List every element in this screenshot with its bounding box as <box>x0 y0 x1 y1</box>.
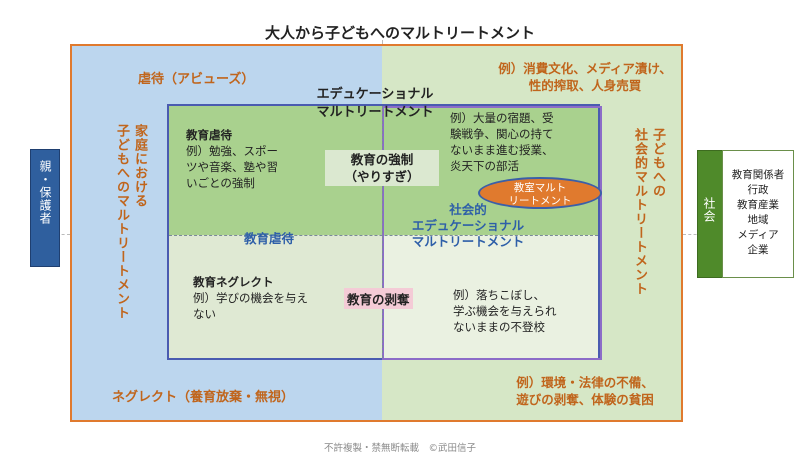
classroom-line2: リートメント <box>508 195 572 207</box>
compulsion-line1: 教育の強制 <box>350 152 414 167</box>
social-edu-line1: 社会的 <box>449 202 487 217</box>
deprivation-example-line1: 例）落ちこぼし、 <box>453 288 545 302</box>
society-box-label: 社会 <box>702 197 716 223</box>
school-example: 例）大量の宿題、受 験戦争、関心の持て ないまま進む授業、 炎天下の部活 <box>450 110 554 174</box>
social-top-example-line1: 例）消費文化、メディア漬け、 <box>498 61 672 76</box>
educational-maltreatment-title: エデュケーショナル マルトリートメント <box>300 86 450 122</box>
edu-abuse-example-line2: ツや音楽、塾や習 <box>186 160 278 174</box>
social-educational-frame <box>382 106 602 360</box>
school-example-line3: ないまま進む授業、 <box>450 143 554 157</box>
social-edu-line2: エデュケーショナル <box>411 218 525 233</box>
social-bottom-example: 例）環境・法律の不備、 遊びの剥奪、体験の貧困 <box>490 374 680 408</box>
edu-deprivation-region <box>382 235 598 358</box>
deprivation-example-line3: ないままの不登校 <box>453 320 545 334</box>
social-bottom-example-line2: 遊びの剥奪、体験の貧困 <box>516 392 654 407</box>
family-maltreatment-line2: 子どもへのマルトリートメント <box>114 124 129 320</box>
school-example-line2: 験戦争、関心の持て <box>450 127 554 141</box>
social-maltreatment-line1: 子どもへの <box>650 128 665 198</box>
school-example-line4: 炎天下の部活 <box>450 159 519 173</box>
vertical-divider <box>382 106 383 358</box>
horizontal-divider <box>169 235 598 236</box>
family-maltreatment-line1: 家庭における <box>132 124 147 208</box>
axis-line-top <box>382 40 383 44</box>
edu-neglect-example: 例）学びの機会を与え ない <box>193 290 308 322</box>
school-example-line1: 例）大量の宿題、受 <box>450 111 554 125</box>
edu-neglect-example-line2: ない <box>193 307 216 321</box>
social-bottom-example-line1: 例）環境・法律の不備、 <box>516 375 654 390</box>
society-member-2: 行政 <box>747 184 769 196</box>
abuse-label: 虐待（アビューズ） <box>138 72 255 87</box>
deprivation-example: 例）落ちこぼし、 学ぶ機会を与えられ ないままの不登校 <box>453 287 557 335</box>
family-maltreatment-label: 家庭における 子どもへのマルトリートメント <box>112 124 148 354</box>
edu-abuse-heading: 教育虐待 <box>186 128 232 142</box>
edu-title-line2: マルトリートメント <box>316 105 434 120</box>
society-members-box: 教育関係者 行政 教育産業 地域 メディア 企業 <box>722 150 794 278</box>
parent-box: 親・保護者 <box>30 149 60 267</box>
classroom-maltreatment-ellipse: 教室マルト リートメント <box>478 177 602 209</box>
society-member-6: 企業 <box>747 244 769 256</box>
diagram-title: 大人から子どもへのマルトリートメント <box>264 24 535 42</box>
edu-title-line1: エデュケーショナル <box>316 87 434 102</box>
parent-box-label: 親・保護者 <box>38 160 52 225</box>
maltreatment-frame <box>70 44 683 422</box>
neglect-label: ネグレクト（養育放棄・無視） <box>112 390 295 405</box>
social-maltreatment-label: 子どもへの 社会的マルトリートメント <box>630 128 666 358</box>
education-deprivation-label: 教育の剥奪 <box>344 288 413 309</box>
education-compulsion-label: 教育の強制 （やりすぎ） <box>325 150 439 186</box>
society-member-1: 教育関係者 <box>731 169 785 181</box>
classroom-line1: 教室マルト <box>513 182 567 194</box>
social-educational-label: 社会的 エデュケーショナル マルトリートメント <box>388 202 548 250</box>
edu-neglect-heading: 教育ネグレクト <box>193 275 274 289</box>
edu-abuse-example-line1: 例）勉強、スポー <box>186 144 278 158</box>
society-member-3: 教育産業 <box>737 199 779 211</box>
society-box: 社会 <box>697 150 723 278</box>
copyright-notice: 不許複製・禁無断転載 ©武田信子 <box>323 443 476 454</box>
edu-abuse-example: 例）勉強、スポー ツや音楽、塾や習 いごとの強制 <box>186 143 278 191</box>
society-member-5: メディア <box>737 229 779 241</box>
edu-abuse-example-line3: いごとの強制 <box>186 176 255 190</box>
social-top-example: 例）消費文化、メディア漬け、 性的搾取、人身売買 <box>490 60 680 94</box>
social-maltreatment-line2: 社会的マルトリートメント <box>632 128 647 296</box>
social-edu-line3: マルトリートメント <box>411 234 525 249</box>
edu-abuse-middle-label: 教育虐待 <box>244 231 295 246</box>
deprivation-example-line2: 学ぶ機会を与えられ <box>453 304 557 318</box>
society-member-4: 地域 <box>747 214 769 226</box>
compulsion-line2: （やりすぎ） <box>344 169 420 184</box>
social-top-example-line2: 性的搾取、人身売買 <box>528 78 642 93</box>
edu-neglect-example-line1: 例）学びの機会を与え <box>193 291 308 305</box>
